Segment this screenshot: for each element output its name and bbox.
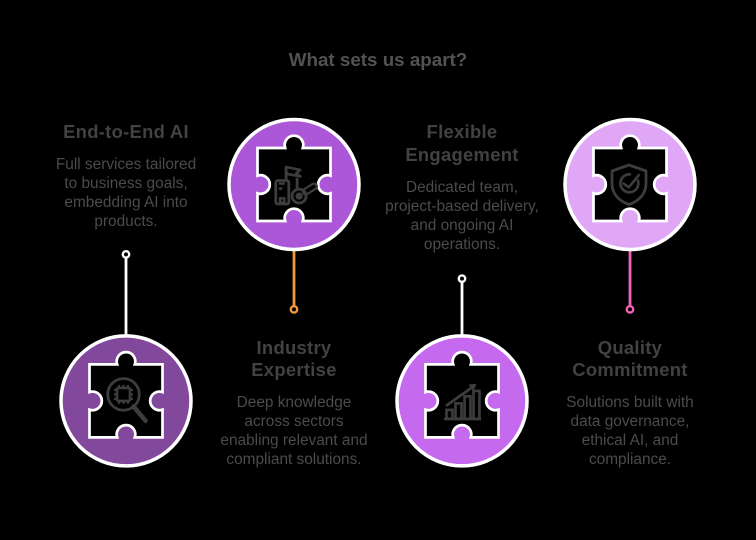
text-line: ethical AI, and xyxy=(581,432,679,449)
text-line: operations. xyxy=(423,235,501,253)
connector-flexible-engagement xyxy=(457,274,467,340)
connector-dot xyxy=(289,304,299,314)
feature-body: Deep knowledge across sectors enabling rel… xyxy=(199,393,389,469)
text-line: products. xyxy=(94,213,158,230)
text-line: compliant solutions. xyxy=(226,451,362,468)
connector-industry-expertise xyxy=(289,247,299,314)
connector-dot xyxy=(457,274,467,283)
connector-quality-commitment xyxy=(625,247,635,314)
text-line: embedding AI into xyxy=(64,194,188,211)
text-line: Engagement xyxy=(405,143,519,165)
text-line: compliance. xyxy=(588,451,672,468)
connector-dot xyxy=(121,249,131,259)
text-line: to business goals, xyxy=(64,175,188,192)
document-flag-magnifier-icon xyxy=(274,165,319,206)
puzzle-piece xyxy=(88,350,164,439)
text-line: across sectors xyxy=(244,413,344,430)
text-line: enabling relevant and xyxy=(220,432,368,449)
circle-badge-industry-expertise xyxy=(227,117,361,252)
chip-magnifier-icon xyxy=(106,377,148,424)
text-line: Industry xyxy=(256,336,332,358)
page-title: What sets us apart? xyxy=(288,48,468,70)
feature-text-end-to-end-ai: End-to-End AI Full services tailored to b… xyxy=(31,121,221,231)
connector-dot xyxy=(625,304,635,314)
text-line: Expertise xyxy=(251,359,337,380)
puzzle-piece xyxy=(256,134,332,223)
feature-heading: End-to-End AI xyxy=(31,121,221,144)
text-line: data governance, xyxy=(570,413,690,430)
feature-body: Full services tailored to business goals,… xyxy=(31,155,221,231)
puzzle-piece xyxy=(592,134,668,223)
circle-badge-flexible-engagement xyxy=(395,334,529,468)
text-line: project-based delivery, xyxy=(385,197,539,215)
feature-body: Dedicated team,project-based delivery,an… xyxy=(367,178,557,254)
text-line: Solutions built with xyxy=(566,394,694,411)
text-line: Full services tailored xyxy=(55,156,197,173)
text-line: Dedicated team, xyxy=(405,178,519,196)
text-line: and ongoing AI xyxy=(410,216,514,234)
feature-body: Solutions built with data governance, ethi… xyxy=(535,393,725,469)
shield-check-icon xyxy=(610,163,648,206)
circle-badge-end-to-end-ai xyxy=(59,334,193,468)
text-line: Quality xyxy=(597,336,663,358)
bar-chart-growth-icon xyxy=(444,383,481,421)
connector-end-to-end-ai xyxy=(121,249,131,340)
text-line: Commitment xyxy=(572,359,688,380)
circle-badge-quality-commitment xyxy=(563,117,697,252)
text-line: Deep knowledge xyxy=(236,394,352,411)
text-line: End-to-End AI xyxy=(63,121,189,142)
text-line: Flexible xyxy=(426,121,498,142)
